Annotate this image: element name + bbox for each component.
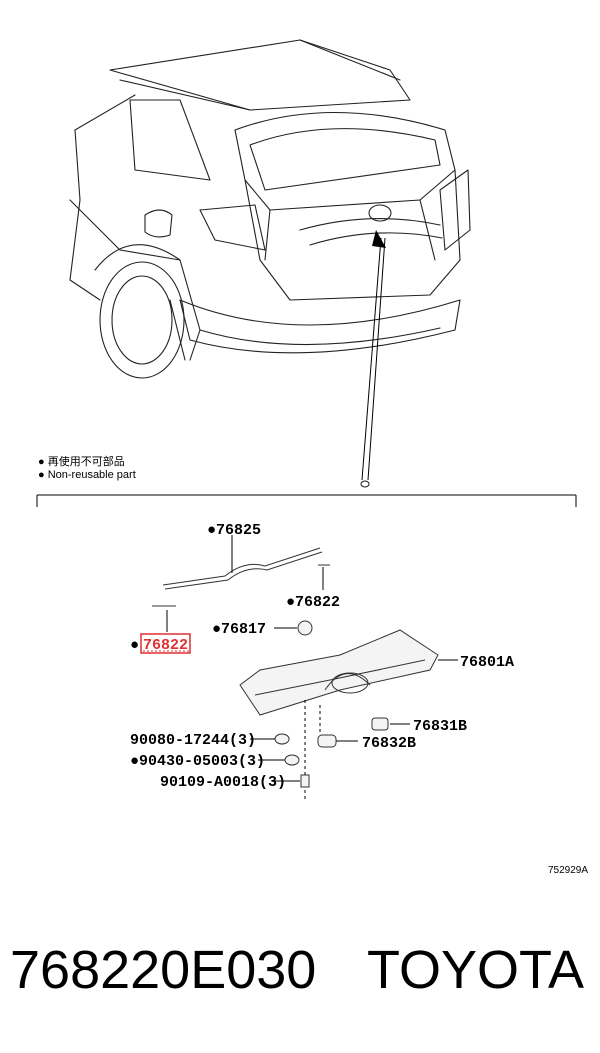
- legend-japanese: ● 再使用不可部品: [38, 454, 125, 468]
- brand-name: TOYOTA: [366, 940, 584, 1000]
- callout-90109: 90109-A0018(3): [160, 774, 286, 791]
- callout-76822-left-dot: ●: [130, 637, 139, 654]
- vehicle-rear-illustration: [69, 39, 471, 488]
- callout-76817: ●76817: [212, 621, 266, 638]
- diagram-reference: 752929A: [548, 865, 588, 876]
- detail-bracket: [36, 494, 577, 507]
- callout-76822-left-highlighted[interactable]: 76822: [143, 637, 188, 654]
- exploded-parts: [152, 535, 458, 800]
- callout-76801a: 76801A: [460, 654, 514, 671]
- callout-90080: 90080-17244(3): [130, 732, 256, 749]
- parts-diagram: ● 再使用不可部品 ● Non-reusable part: [36, 39, 588, 876]
- callout-76832b: 76832B: [362, 735, 416, 752]
- footer: 768220E030 TOYOTA: [0, 930, 600, 1020]
- highlight-box: [140, 633, 191, 654]
- legend-english: ● Non-reusable part: [38, 469, 136, 481]
- callout-76822-right: ●76822: [286, 594, 340, 611]
- callout-90430: ●90430-05003(3): [130, 753, 265, 770]
- part-number: 768220E030: [10, 940, 317, 1000]
- callout-76825: ●76825: [207, 522, 261, 539]
- callout-76831b: 76831B: [413, 718, 467, 735]
